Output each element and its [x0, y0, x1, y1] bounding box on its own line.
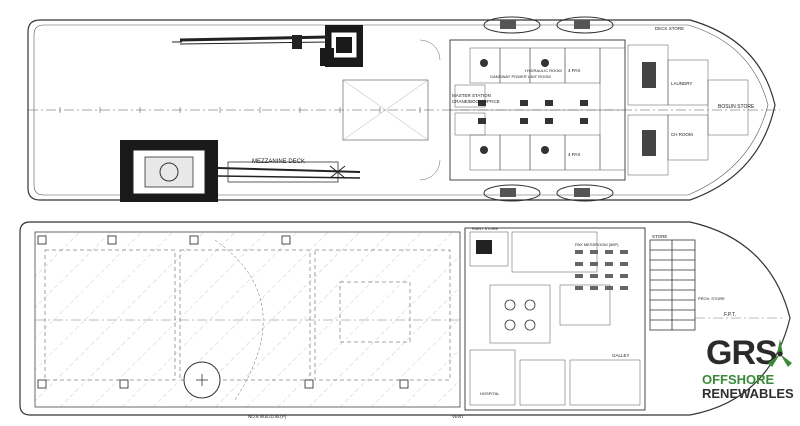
mezzanine-label: MEZZANINE DECK: [252, 159, 305, 165]
upper-frame-ticks: [59, 107, 421, 113]
upper-deck-plan: MEZZANINE DECK: [27, 16, 780, 202]
tank-boundaries: [44, 249, 451, 381]
lower-accommodation: [464, 227, 646, 411]
forward-winch-2: [642, 130, 656, 156]
label-fpt: F.P.T.: [724, 312, 736, 318]
label-laundry: LAUNDRY: [671, 81, 692, 86]
logo-offshore: OFFSHORE: [702, 372, 775, 387]
label-deck-store: DECK STORE: [655, 26, 684, 31]
rack-lines: [650, 240, 695, 330]
deck-circle-marker: [183, 361, 221, 399]
upper-crane: [172, 25, 363, 67]
paint-store-unit: [476, 240, 492, 254]
label-lo-hull: NO.8 W.B./D.W.(P): [248, 414, 287, 419]
store-racks: [649, 239, 696, 331]
label-ch-room: CH ROOM: [671, 132, 693, 137]
label-bosun-store: BOSUN STORE: [718, 104, 755, 110]
lower-hull-outline: [19, 221, 791, 416]
label-hospital: HOSPITAL: [480, 391, 500, 396]
label-paint-store: PAINT STORE: [472, 226, 499, 231]
label-4pax-a: 4 PAX: [568, 68, 580, 73]
logo-renewables: RENEWABLES: [702, 386, 794, 401]
mess-tables: [575, 250, 628, 290]
cabin-fixtures: [478, 59, 588, 154]
label-vent: VENT: [452, 414, 464, 419]
logo-turbine-icon: [768, 339, 792, 367]
logo-grs-text: GRS: [706, 334, 778, 372]
label-pax-room: PAX MESSROOM (56P): [575, 242, 619, 247]
bollards: [37, 235, 409, 389]
motion-compensated-gangway: MEZZANINE DECK: [120, 140, 361, 202]
label-galley: GALLEY: [612, 353, 630, 358]
label-master-station: MASTER STATION: [452, 93, 491, 98]
round-tables: [504, 299, 536, 331]
cabin-grid: [454, 47, 626, 171]
lower-deck-plan: PAINT STORE PAX MESSROOM (56P) STORE GAL…: [19, 221, 791, 419]
label-prov-store: PROV. STORE: [698, 296, 725, 301]
cargo-hold: [34, 231, 461, 408]
label-4pax-b: 4 PAX: [568, 152, 580, 157]
label-hydraulic-room: HYDRAULIC ROOM: [525, 68, 562, 73]
label-crane-office: CRANE/BOOK OFFICE: [452, 99, 500, 104]
label-store: STORE: [652, 234, 667, 239]
rescue-boat-top: [483, 16, 614, 34]
lower-rooms: [469, 231, 641, 406]
label-gangway-room: GANGWAY POWER UNIT ROOM: [490, 74, 551, 79]
hatch-cover: [342, 79, 429, 141]
upper-hull-outline: [27, 19, 776, 201]
forward-winch: [642, 62, 656, 88]
rescue-boat-bottom: [483, 184, 614, 202]
grs-logo: GRS OFFSHORE RENEWABLES: [700, 335, 798, 415]
upper-hull-inner: [33, 24, 769, 196]
forward-rooms: [627, 44, 749, 176]
